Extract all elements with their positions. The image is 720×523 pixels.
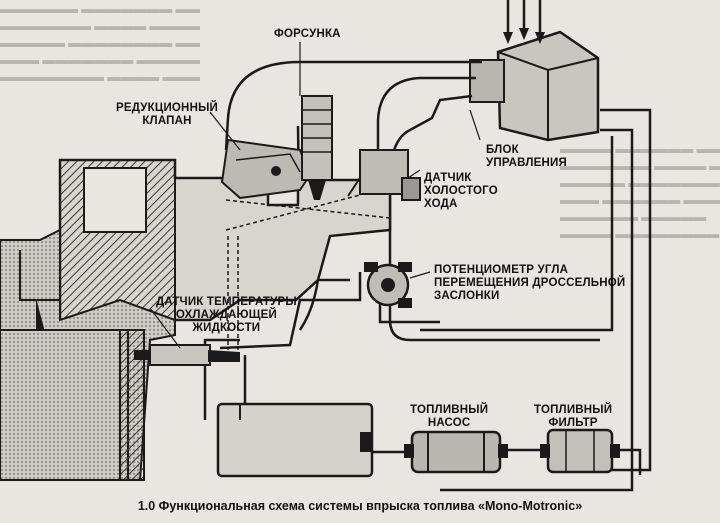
fuel-pump-label: ТОПЛИВНЫЙ НАСОС — [410, 404, 489, 429]
control-unit-label: БЛОК УПРАВЛЕНИЯ — [486, 144, 567, 169]
control-unit — [469, 0, 600, 142]
coolant-sensor-leads — [227, 236, 239, 350]
injector — [301, 95, 333, 200]
throttle-potentiometer-label: ПОТЕНЦИОМЕТР УГЛА ПЕРЕМЕЩЕНИЯ ДРОССЕЛЬНО… — [434, 264, 626, 302]
fuel-filter-label: ТОПЛИВНЫЙ ФИЛЬТР — [534, 404, 613, 429]
throttle-body — [58, 138, 392, 322]
idle-sensor-label: ДАТЧИК ХОЛОСТОГО ХОДА — [424, 172, 498, 210]
background-text-right: ▬▬▬▬ ▬▬▬▬▬▬ ▬▬▬▬▬▬▬▬▬▬▬ ▬▬▬▬ ▬▬▬▬▬▬▬ ▬▬▬… — [560, 141, 720, 241]
engine-block — [0, 228, 240, 481]
pressure-regulator-label: РЕДУКЦИОННЫЙ КЛАПАН — [116, 102, 218, 127]
idle-actuator — [347, 149, 421, 201]
background-text-left: ▬▬▬▬▬▬ ▬▬▬▬▬▬▬ ▬▬▬▬ ▬▬▬▬▬▬▬▬▬▬ ▬▬▬▬ ▬▬▬▬… — [0, 1, 200, 84]
fuel-tank — [216, 402, 374, 478]
coolant-sensor-label: ДАТЧИК ТЕМПЕРАТУРЫ ОХЛАЖДАЮЩЕЙ ЖИДКОСТИ — [156, 296, 297, 334]
figure-caption: 1.0 Функциональная схема системы впрыска… — [137, 499, 583, 513]
label-leaders — [149, 42, 481, 349]
throttle-potentiometer — [364, 262, 412, 308]
fuel-pump — [404, 430, 508, 474]
wiring — [203, 60, 652, 492]
injector-label: ФОРСУНКА — [274, 28, 341, 40]
fuel-filter — [540, 428, 620, 474]
